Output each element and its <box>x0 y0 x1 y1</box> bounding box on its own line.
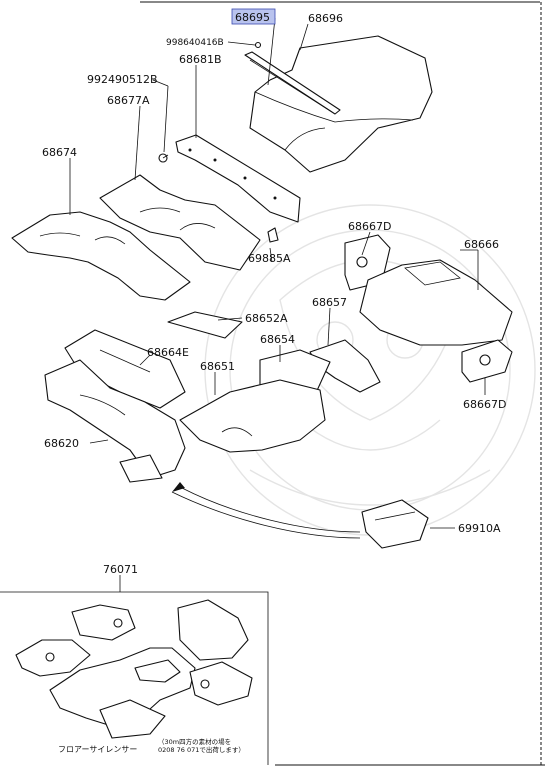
label-68696: 68696 <box>308 12 343 25</box>
part-68681B-bracket[interactable] <box>175 134 301 223</box>
part-68652A-pad[interactable] <box>167 311 243 339</box>
part-998640416B-clip[interactable] <box>254 41 262 49</box>
inset-box <box>0 575 269 765</box>
part-69885A-clip[interactable] <box>267 227 279 243</box>
label-68651: 68651 <box>200 360 235 373</box>
label-992490512B: 992490512B <box>87 73 158 86</box>
part-68696-floor-panel[interactable] <box>249 35 433 173</box>
inset-silencer-set[interactable] <box>15 599 253 739</box>
inset-note-line2: 0208 76 071で出荷します） <box>158 745 245 754</box>
inset-caption: フロアーサイレンサー <box>58 745 137 754</box>
label-68657: 68657 <box>312 296 347 309</box>
label-68674: 68674 <box>42 146 77 159</box>
part-68667D-bottom-bracket[interactable] <box>461 339 513 383</box>
leader-lines <box>69 17 486 529</box>
label-69910A: 69910A <box>458 522 501 535</box>
part-68695-strip[interactable] <box>244 51 341 115</box>
part-68666-silencer[interactable] <box>359 259 513 346</box>
label-68667D-bottom: 68667D <box>463 398 506 411</box>
label-68681B: 68681B <box>179 53 222 66</box>
part-68651-silencer[interactable] <box>179 379 326 453</box>
label-69885A: 69885A <box>248 252 291 265</box>
part-68677A-silencer[interactable] <box>99 174 261 271</box>
label-68664E: 68664E <box>147 346 189 359</box>
label-68654: 68654 <box>260 333 295 346</box>
inset-note-line1: （30m四方の素材の場を <box>158 737 231 746</box>
label-68677A: 68677A <box>107 94 150 107</box>
label-68695: 68695 <box>235 11 270 24</box>
part-992490512B-bolt[interactable] <box>158 153 169 163</box>
label-68666: 68666 <box>464 238 499 251</box>
label-998640416B: 998640416B <box>166 38 224 48</box>
label-68667D-top: 68667D <box>348 220 391 233</box>
callout-68695[interactable]: 68695 <box>231 8 276 25</box>
assembly-arrow <box>171 482 361 539</box>
page-frame <box>140 1 545 766</box>
part-69910A-bracket[interactable] <box>361 499 429 549</box>
part-68674-silencer[interactable] <box>11 211 191 301</box>
part-68620-crossmember[interactable] <box>44 359 186 483</box>
label-68652A: 68652A <box>245 312 288 325</box>
label-76071: 76071 <box>103 563 138 576</box>
label-68620: 68620 <box>44 437 79 450</box>
